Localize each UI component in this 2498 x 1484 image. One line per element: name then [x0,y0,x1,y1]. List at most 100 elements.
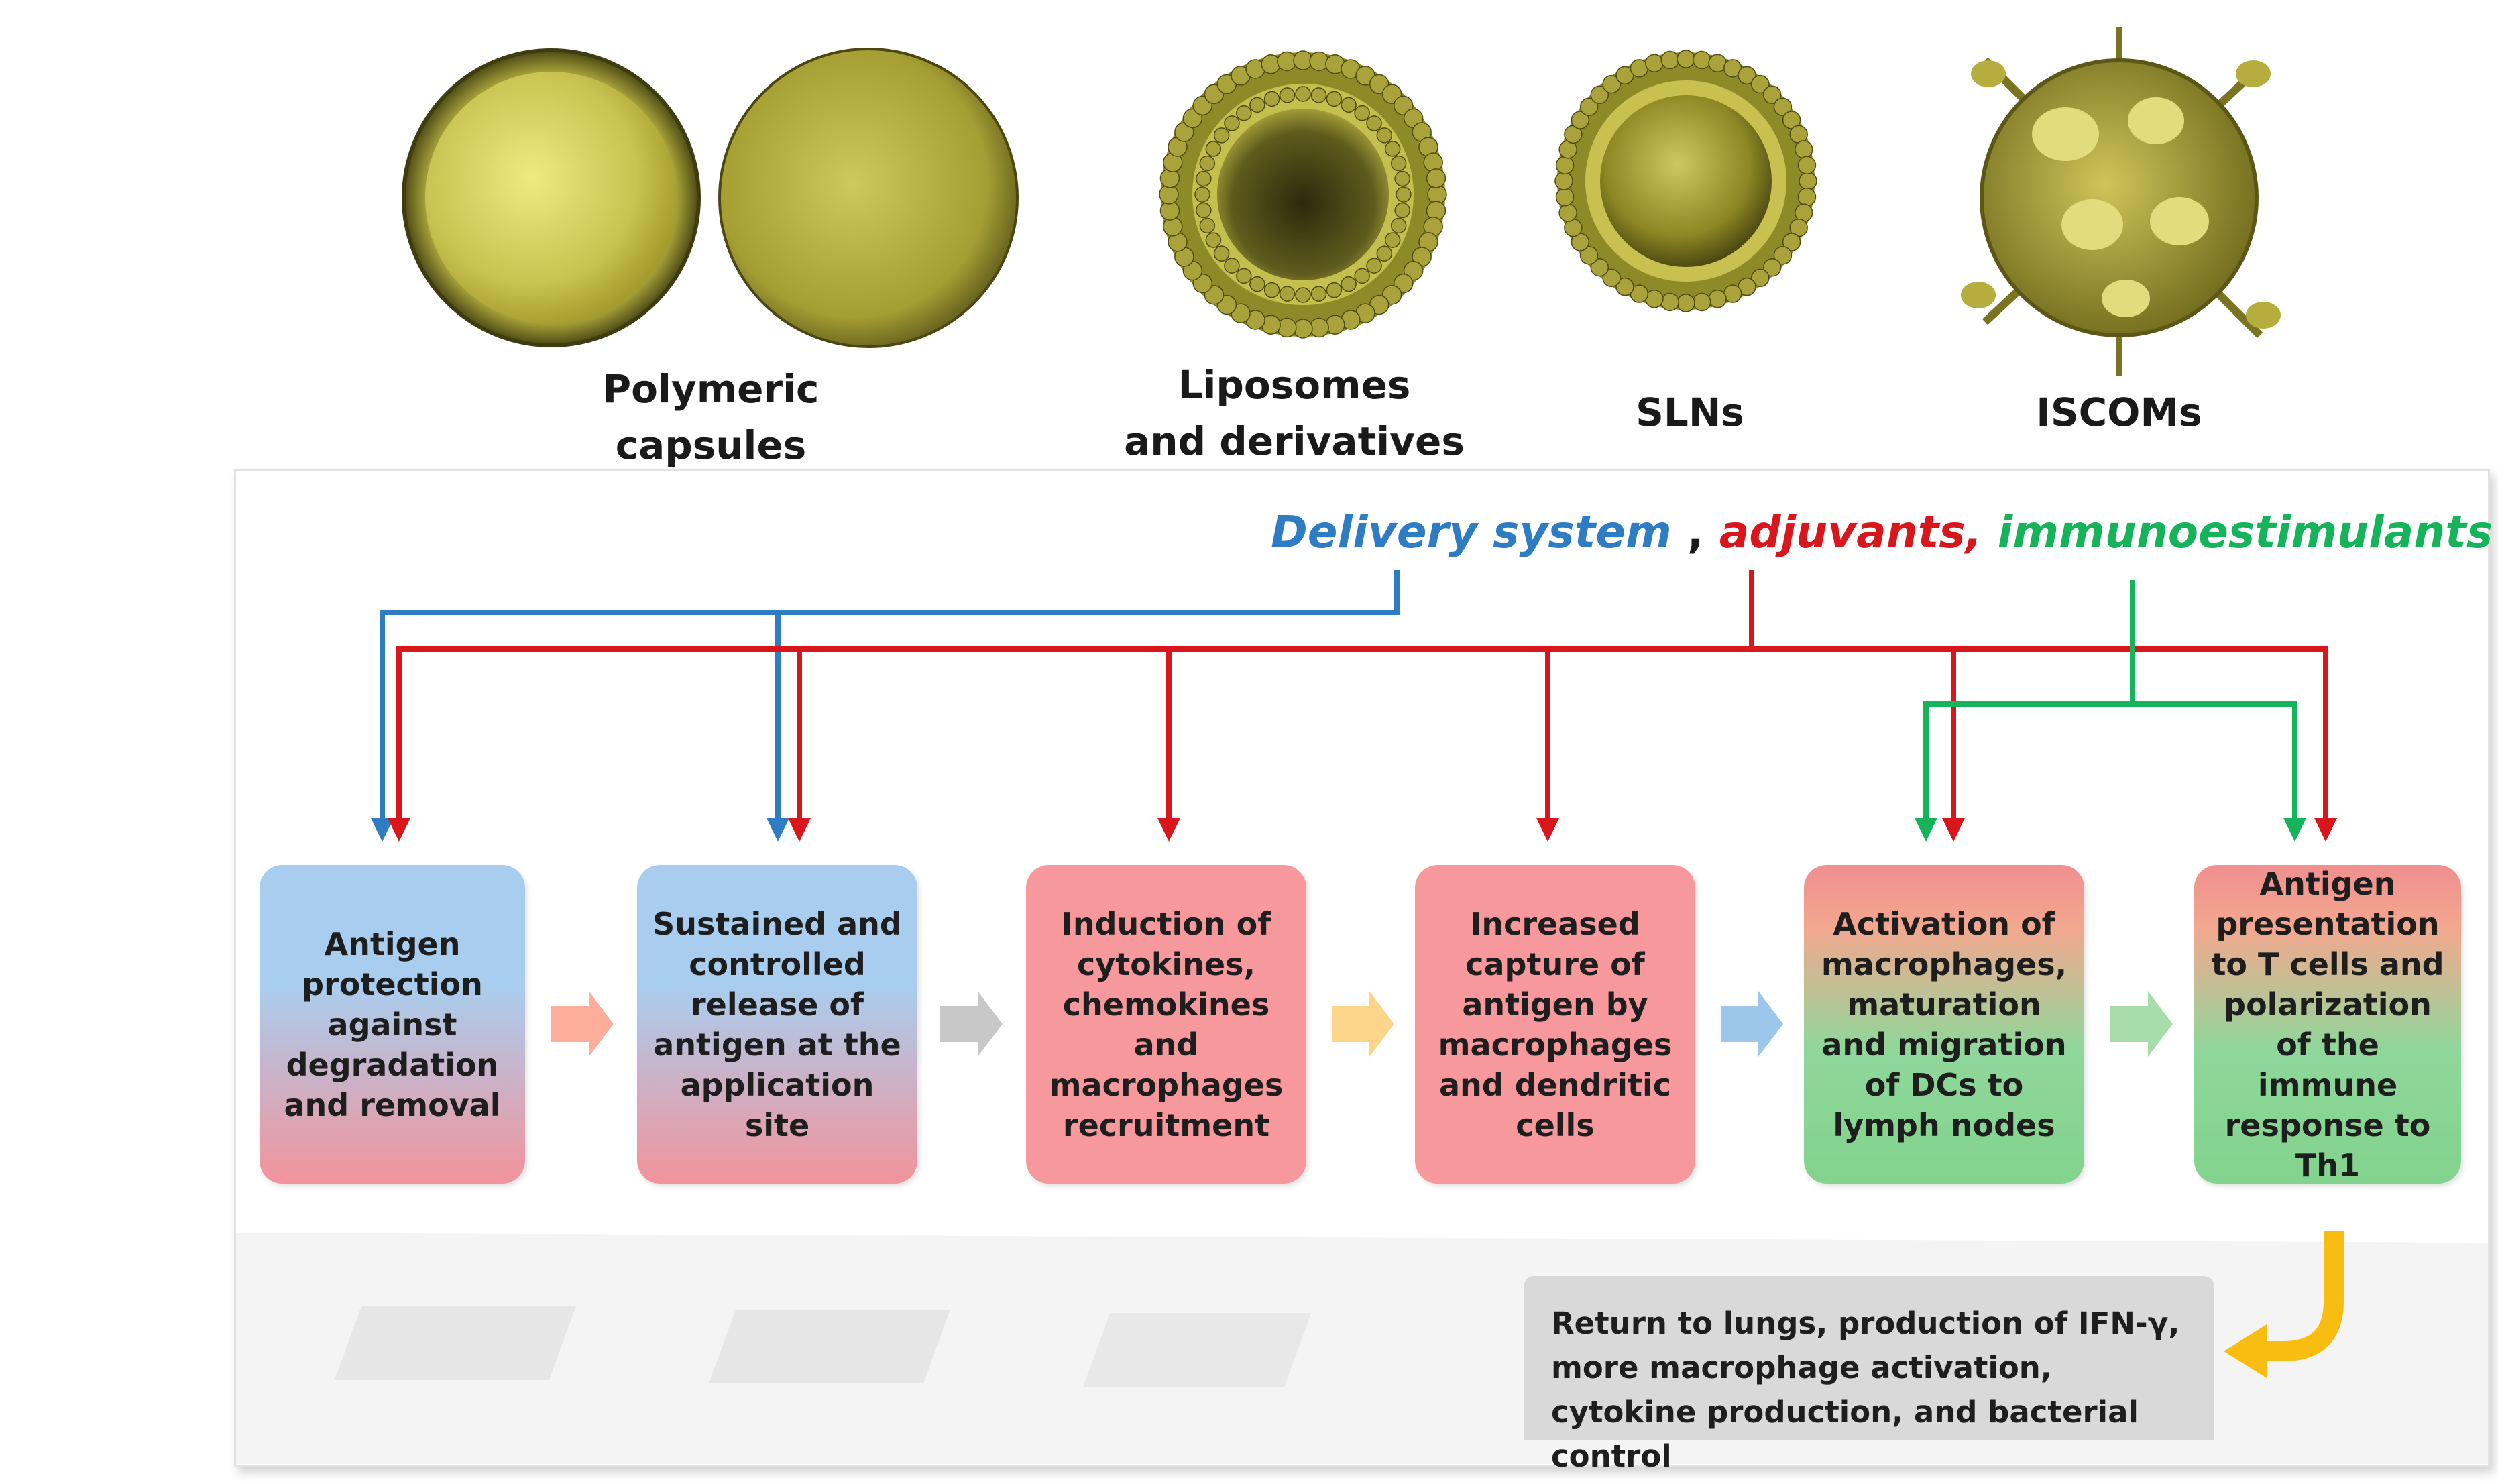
legend-delivery: Delivery system [1271,506,1672,558]
flow-arrow-5 [2110,991,2173,1057]
lipid-head [1310,87,1327,103]
lipid-head [1341,97,1357,113]
lipid-head [1762,258,1782,277]
legend: Delivery system , adjuvants, immunoestim… [1271,506,2493,558]
lipid-head [1396,186,1412,203]
lipid-head [1782,233,1801,251]
arrowhead [1157,818,1180,842]
lipid-head [1394,202,1410,219]
lipid-head [1366,258,1382,274]
lipid-head [1236,105,1252,121]
lipid-head [1196,202,1212,219]
outcome-arrow [2224,1231,2344,1378]
flow-arrow-1 [551,991,614,1057]
lipid-head [1384,232,1401,248]
lipid-head [1738,66,1756,85]
lipid-head [1310,286,1327,302]
adjuvant-arrows [396,570,2328,821]
lipid-head [1279,87,1296,103]
lipid-head [1295,287,1311,303]
lipid-head [1579,97,1599,116]
lipid-head [1590,85,1609,105]
lipid-head [1263,91,1280,107]
lipid-head [1213,127,1230,144]
label-slns: SLNs [1636,390,1744,435]
lipid-head [1390,217,1407,234]
lipid-head [1571,111,1590,129]
polymeric-capsule-image [402,48,701,347]
arrowhead [2314,818,2337,842]
lipid-head [1590,258,1609,277]
step-text-1: Antigen protection against degradation a… [284,925,501,1123]
lipid-head [1762,85,1782,105]
label-iscoms: ISCOMs [2036,390,2202,435]
flow-arrow-2 [940,991,1003,1057]
lipid-head [1196,170,1212,187]
lipid-head [1326,91,1343,107]
lipid-head [1366,115,1382,131]
lipid-head [1602,74,1621,94]
label-liposomes: Liposomes and derivatives [1124,362,1465,464]
lipid-head [1263,282,1280,298]
arrowhead [388,818,410,842]
liposome-image [1159,50,1447,339]
step-text-2: Sustained and controlled release of anti… [652,905,902,1143]
polymeric-sphere-image [718,48,1019,348]
lipid-head [1213,245,1230,262]
arrowhead [1536,818,1559,842]
lipid-head [1249,97,1265,113]
lipid-head [1295,86,1311,102]
outcome-box: Return to lungs, production of IFN-γ, mo… [1524,1276,2214,1474]
lipid-head [1797,156,1817,174]
lipid-head [1579,246,1599,265]
step-box-2: Sustained and controlled release of anti… [637,865,917,1184]
step-text-6: Antigen presentation to T cells and pola… [2211,865,2444,1184]
lipid-head [1773,97,1793,116]
legend-sep: , [1671,506,1719,558]
lipid-head [1326,282,1343,298]
step-text-4: Increased capture of antigen by macropha… [1438,905,1672,1143]
lipid-head [1751,268,1770,288]
iscom-image [1961,27,2281,376]
lipid-head [1384,141,1401,157]
lipid-head [1341,276,1357,292]
step-box-6: Antigen presentation to T cells and pola… [2194,865,2461,1184]
step-box-1: Antigen protection against degradation a… [260,865,525,1184]
arrowhead [371,818,394,842]
arrowhead [2283,818,2306,842]
legend-adjuvants: adjuvants, [1719,506,1982,558]
arrowhead [1915,818,1937,842]
lipid-head [1376,127,1393,144]
lipid-head [1376,245,1393,262]
lipid-head [1224,258,1240,274]
lipid-head [1751,74,1770,94]
lipid-head [1279,286,1296,302]
immuno-arrows [1923,580,2297,821]
flow-arrow-3 [1332,991,1394,1057]
flow-arrow-4 [1721,991,1783,1057]
lipid-head [1615,277,1634,296]
step-box-5: Activation of macrophages, maturation an… [1804,865,2084,1184]
lipid-head [1773,246,1793,265]
lipid-head [1224,115,1240,131]
lipid-head [1199,217,1216,234]
delivery-arrows [380,570,1400,821]
lipid-head [1199,155,1216,172]
step-text-5: Activation of macrophages, maturation an… [1821,905,2067,1143]
lipid-head [1354,268,1370,284]
arrowhead [1942,818,1965,842]
arrowhead [788,818,811,842]
lipid-head [1205,232,1222,248]
step-box-4: Increased capture of antigen by macropha… [1415,865,1695,1184]
lipid-head [1194,186,1210,203]
lipid-head [1205,141,1222,157]
sln-image [1554,50,1817,312]
particles-illustration [402,27,2281,376]
step-box-3: Induction of cytokines, chemokines and m… [1026,865,1306,1184]
step-text-3: Induction of cytokines, chemokines and m… [1049,905,1284,1143]
arrowhead [767,818,789,842]
lipid-head [1602,268,1621,288]
flow-arrows [551,991,2173,1057]
lipid-head [1394,170,1410,187]
